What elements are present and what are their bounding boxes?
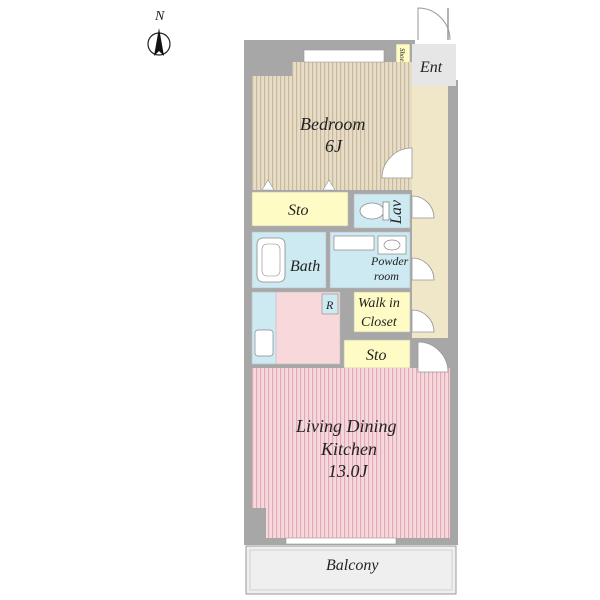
ldk-label-2: Kitchen xyxy=(320,439,377,459)
bedroom-size-label: 6J xyxy=(325,136,343,156)
entrance-label: Ent xyxy=(419,59,443,76)
walk-in-closet-label-2: Closet xyxy=(361,315,398,330)
balcony xyxy=(245,545,457,595)
bedroom-door-swing xyxy=(381,147,413,179)
entrance-area xyxy=(412,44,456,86)
powder-room-label-2: room xyxy=(374,269,399,283)
walk-in-closet-door-swing xyxy=(411,309,435,333)
storage-1-door-marker-left xyxy=(261,179,275,191)
powder-room-label-1: Powder xyxy=(370,254,409,268)
refrigerator-label: R xyxy=(325,298,334,312)
balcony-railing xyxy=(249,549,453,591)
compass-label: N xyxy=(154,9,165,24)
bedroom-window xyxy=(303,49,385,63)
washbasin-icon xyxy=(377,235,407,255)
powder-room-door-swing xyxy=(411,257,435,281)
storage-1-label: Sto xyxy=(288,202,308,219)
bath-label: Bath xyxy=(290,258,320,275)
balcony-label: Balcony xyxy=(326,557,379,574)
ldk-door-swing xyxy=(417,341,449,373)
walk-in-closet-label-1: Walk in xyxy=(358,296,400,311)
refrigerator-space xyxy=(321,293,339,315)
toilet-tank-icon xyxy=(382,201,390,221)
entrance-door xyxy=(417,7,451,41)
ldk-label-1: Living Dining xyxy=(295,416,397,436)
bedroom-label: Bedroom xyxy=(300,114,365,134)
storage-2-label: Sto xyxy=(366,347,386,364)
washbasin-bowl-icon xyxy=(383,239,401,251)
ldk-floor xyxy=(252,368,450,538)
lavatory-door-swing xyxy=(411,195,435,219)
washing-machine-icon xyxy=(333,235,375,251)
walk-in-closet xyxy=(353,291,411,333)
ldk-window xyxy=(285,537,397,545)
north-arrow-icon xyxy=(154,28,164,56)
sink-icon xyxy=(254,329,274,357)
storage-1-door-marker-right xyxy=(322,179,336,191)
bedroom-wall-notch xyxy=(252,62,292,76)
lavatory-label: Lav xyxy=(388,199,405,225)
compass: N xyxy=(147,9,171,56)
entrance-door-swing xyxy=(417,7,451,41)
bathtub-icon xyxy=(256,237,286,283)
toilet-icon xyxy=(359,202,385,220)
ldk-size-label: 13.0J xyxy=(328,461,369,481)
bathtub-inner-icon xyxy=(261,243,281,277)
ldk-corner-wall xyxy=(252,508,266,538)
storage-1 xyxy=(251,191,349,227)
